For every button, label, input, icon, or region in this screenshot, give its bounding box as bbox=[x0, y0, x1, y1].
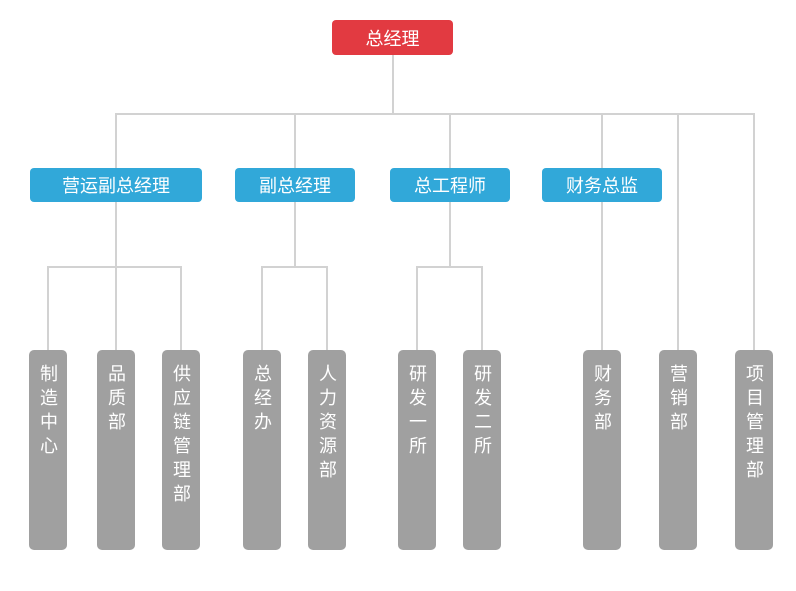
node-gm-office: 总经办 bbox=[243, 350, 281, 550]
node-quality-dept-label: 品质部 bbox=[106, 364, 126, 436]
connector-drop-rd-institute-1 bbox=[416, 266, 418, 350]
node-marketing-dept: 营销部 bbox=[659, 350, 697, 550]
node-finance-dept-label: 财务部 bbox=[592, 364, 612, 436]
connector-drop-chief-engineer bbox=[449, 113, 451, 168]
node-project-management-dept: 项目管理部 bbox=[735, 350, 773, 550]
connector-drop-gm-office bbox=[261, 266, 263, 350]
node-project-management-dept-label: 项目管理部 bbox=[744, 364, 764, 484]
node-hr-dept-label: 人力资源部 bbox=[317, 364, 337, 484]
node-supply-chain-dept: 供应链管理部 bbox=[162, 350, 200, 550]
connector-drop-project-management-dept bbox=[753, 113, 755, 350]
connector-drop-quality-dept bbox=[115, 266, 117, 350]
node-rd-institute-1: 研发一所 bbox=[398, 350, 436, 550]
connector-drop-marketing-dept bbox=[677, 113, 679, 350]
node-chief-engineer-label: 总工程师 bbox=[414, 176, 486, 196]
node-general-manager-label: 总经理 bbox=[365, 28, 420, 49]
node-rd-institute-2: 研发二所 bbox=[463, 350, 501, 550]
node-manufacturing-center-label: 制造中心 bbox=[38, 364, 58, 460]
node-deputy-gm: 副总经理 bbox=[235, 168, 355, 202]
connector-rail-deputy-gm-group bbox=[261, 266, 328, 268]
connector-root-stem bbox=[392, 55, 394, 113]
connector-drop-hr-dept bbox=[326, 266, 328, 350]
connector-drop-manufacturing-center bbox=[47, 266, 49, 350]
connector-drop-rd-institute-2 bbox=[481, 266, 483, 350]
node-manufacturing-center: 制造中心 bbox=[29, 350, 67, 550]
connector-drop-deputy-gm bbox=[294, 113, 296, 168]
node-rd-institute-2-label: 研发二所 bbox=[472, 364, 492, 460]
node-general-manager: 总经理 bbox=[332, 20, 453, 55]
connector-stem-operations-group bbox=[115, 202, 117, 266]
connector-drop-supply-chain-dept bbox=[180, 266, 182, 350]
node-operations-deputy-gm: 营运副总经理 bbox=[30, 168, 202, 202]
node-chief-engineer: 总工程师 bbox=[390, 168, 510, 202]
connector-stem-deputy-gm-group bbox=[294, 202, 296, 266]
node-finance-director: 财务总监 bbox=[542, 168, 662, 202]
node-hr-dept: 人力资源部 bbox=[308, 350, 346, 550]
node-gm-office-label: 总经办 bbox=[252, 364, 272, 436]
node-deputy-gm-label: 副总经理 bbox=[259, 176, 331, 196]
node-operations-deputy-gm-label: 营运副总经理 bbox=[62, 176, 170, 196]
connector-rail-operations-group bbox=[47, 266, 182, 268]
node-finance-director-label: 财务总监 bbox=[566, 176, 638, 196]
node-supply-chain-dept-label: 供应链管理部 bbox=[171, 364, 191, 508]
connector-stem-chief-engineer-group bbox=[449, 202, 451, 266]
node-finance-dept: 财务部 bbox=[583, 350, 621, 550]
connector-rail-chief-engineer-group bbox=[416, 266, 483, 268]
node-marketing-dept-label: 营销部 bbox=[668, 364, 688, 436]
node-rd-institute-1-label: 研发一所 bbox=[407, 364, 427, 460]
connector-drop-finance-director bbox=[601, 113, 603, 350]
connector-drop-operations-deputy-gm bbox=[115, 113, 117, 168]
node-quality-dept: 品质部 bbox=[97, 350, 135, 550]
connector-main-rail bbox=[115, 113, 755, 115]
